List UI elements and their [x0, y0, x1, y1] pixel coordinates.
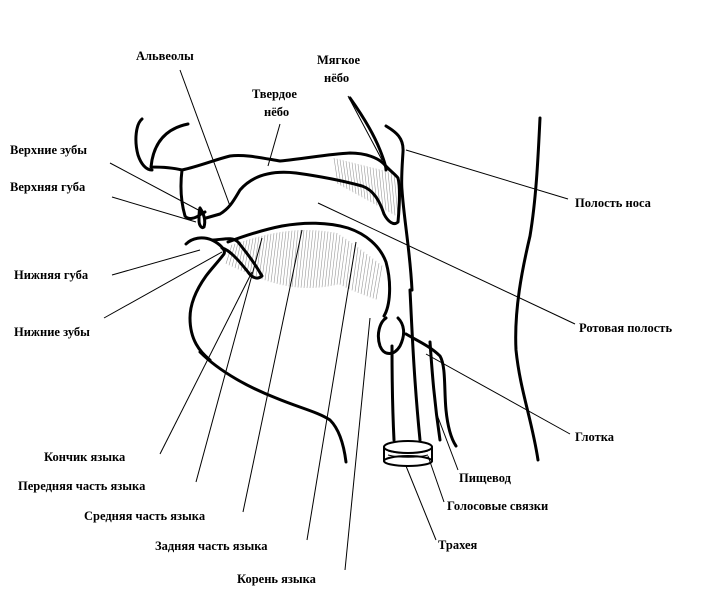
label-nasal-cavity: Полость носа — [575, 196, 652, 210]
label-esophagus: Пищевод — [459, 471, 512, 485]
label-trachea: Трахея — [438, 538, 478, 552]
nostril-profile — [134, 117, 154, 172]
nose-profile — [149, 122, 207, 220]
neck-back — [514, 116, 542, 462]
label-soft-palate-line1: Мягкое — [317, 53, 361, 67]
label-lower-lip: Нижняя губа — [14, 268, 89, 282]
trachea-tube — [383, 440, 433, 467]
pharynx-front — [390, 344, 396, 442]
label-upper-lip: Верхняя губа — [10, 180, 86, 194]
label-upper-teeth: Верхние зубы — [10, 143, 87, 157]
upper-teeth — [197, 206, 207, 230]
leader-lines — [103, 69, 576, 571]
label-tongue-back: Задняя часть языка — [155, 539, 268, 553]
label-lower-teeth: Нижние зубы — [14, 325, 90, 339]
lower-lip — [184, 236, 226, 362]
tongue-hatching — [225, 157, 399, 300]
tongue-surface — [226, 221, 392, 318]
pharynx-wall — [408, 288, 422, 442]
label-vocal-cords: Голосовые связки — [447, 499, 548, 513]
epiglottis — [376, 316, 406, 355]
label-hard-palate-line2: нёбо — [264, 105, 289, 119]
esophagus-inner — [428, 340, 442, 442]
label-tongue-tip: Кончик языка — [44, 450, 126, 464]
label-tongue-root: Корень языка — [237, 572, 317, 586]
label-soft-palate-line2: нёбо — [324, 71, 349, 85]
label-oral-cavity: Ротовая полость — [579, 321, 672, 335]
label-tongue-front: Передняя часть языка — [18, 479, 146, 493]
hard-palate — [180, 151, 401, 226]
label-pharynx: Глотка — [575, 430, 615, 444]
label-tongue-middle: Средняя часть языка — [84, 509, 206, 523]
esophagus-wall — [404, 332, 458, 448]
label-alveoli: Альвеолы — [136, 49, 194, 63]
jaw-line — [198, 350, 348, 464]
label-hard-palate-line1: Твердое — [252, 87, 297, 101]
nasal-back-wall — [348, 96, 388, 172]
